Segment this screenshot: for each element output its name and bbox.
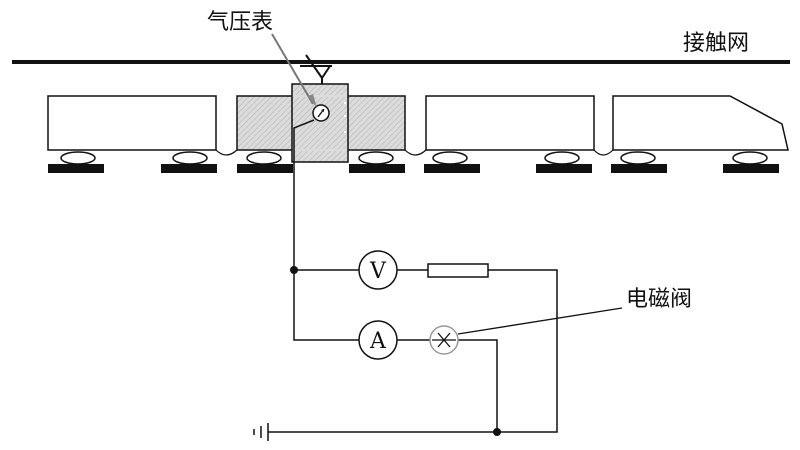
train-car-2-hatched: [236, 83, 406, 163]
valve-leader: [457, 307, 623, 335]
catenary-label: 接触网: [683, 31, 749, 56]
ammeter-label: A: [369, 329, 387, 354]
solenoid-valve-label: 电磁阀: [626, 287, 692, 312]
voltmeter-label: V: [369, 259, 387, 284]
train-car-1: [47, 95, 217, 151]
pressure-gauge-label: 气压表: [207, 10, 273, 35]
voltmeter: V: [358, 250, 398, 290]
train-car-3: [425, 95, 595, 151]
wheels: [60, 151, 768, 165]
gauge-leader: [271, 33, 317, 108]
pressure-gauge: [312, 104, 330, 122]
ammeter: A: [358, 320, 398, 360]
train-head-car: [612, 95, 789, 151]
solenoid-valve: [429, 325, 459, 355]
circuit-wires: [268, 119, 558, 433]
pantograph: [300, 54, 332, 86]
junction-dot-bottom: [493, 428, 501, 436]
ground-symbol: [253, 423, 269, 441]
resistor: [427, 263, 489, 278]
car-couplers: [215, 149, 614, 156]
rail-blocks: [48, 164, 779, 173]
junction-dot-top: [290, 266, 298, 274]
